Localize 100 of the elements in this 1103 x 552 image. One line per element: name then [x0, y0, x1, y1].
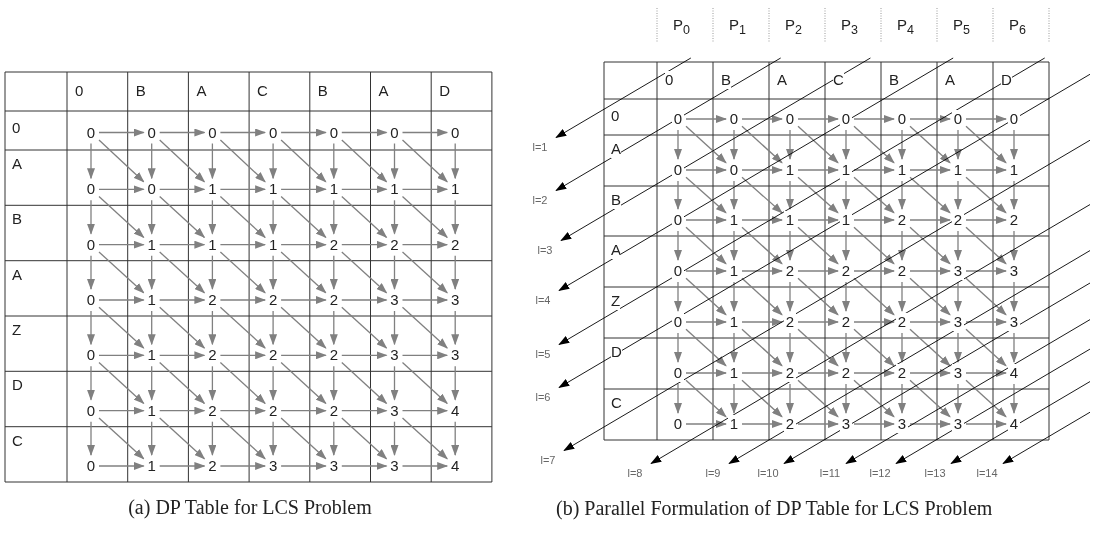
arrow	[401, 195, 448, 239]
arrow	[965, 369, 1007, 377]
arrow	[341, 296, 388, 304]
arrow	[797, 379, 839, 418]
arrow	[741, 369, 783, 377]
arrow	[842, 230, 850, 261]
arrow	[909, 115, 951, 123]
arrow	[401, 306, 448, 349]
arrow	[741, 318, 783, 326]
arrow	[909, 369, 951, 377]
arrow	[674, 332, 682, 363]
arrow	[280, 128, 327, 137]
arrow	[341, 240, 388, 249]
arrow	[965, 125, 1007, 164]
arrow	[954, 129, 962, 160]
arrow	[159, 351, 206, 360]
arrow	[685, 328, 727, 367]
arrow	[269, 421, 278, 456]
arrow	[797, 369, 839, 377]
arrow	[269, 365, 278, 401]
arrow	[965, 226, 1007, 265]
arrow	[786, 129, 794, 160]
arrow	[741, 379, 783, 418]
arrow	[329, 310, 338, 346]
arrow	[741, 115, 783, 123]
arrow	[786, 281, 794, 312]
arrow	[797, 176, 839, 214]
arrow	[954, 180, 962, 210]
arrow	[219, 195, 266, 239]
arrow	[909, 277, 951, 316]
arrow	[730, 332, 738, 363]
arrow	[451, 421, 460, 456]
arrow	[401, 351, 449, 360]
arrow	[280, 462, 327, 470]
arrow	[685, 369, 727, 377]
arrow	[390, 142, 399, 180]
arrow	[401, 139, 448, 183]
arrow	[1010, 383, 1018, 414]
arrow	[451, 255, 460, 290]
arrow	[219, 240, 267, 249]
arrow	[219, 306, 266, 349]
arrow	[842, 281, 850, 312]
arrow	[280, 296, 327, 304]
arrow	[390, 199, 399, 235]
arrow	[147, 310, 156, 346]
arrow	[98, 195, 145, 239]
arrow	[965, 166, 1007, 174]
arrow	[341, 251, 388, 294]
arrow	[853, 176, 895, 214]
arrow	[280, 195, 327, 239]
arrow	[280, 351, 327, 360]
arrow	[741, 125, 783, 164]
arrow	[98, 462, 145, 470]
arrow	[219, 251, 266, 294]
arrow	[159, 417, 206, 460]
arrow	[98, 128, 145, 137]
arrow	[853, 369, 895, 377]
arrow	[280, 417, 327, 460]
arrow	[853, 277, 895, 316]
arrow	[159, 251, 206, 294]
arrow	[797, 328, 839, 367]
arrow	[98, 296, 145, 304]
arrow	[1010, 281, 1018, 312]
arrow	[98, 351, 145, 360]
arrow	[219, 139, 266, 183]
arrow	[842, 129, 850, 160]
arrow	[674, 281, 682, 312]
arrow	[269, 199, 278, 235]
arrow	[219, 185, 267, 194]
arrow	[390, 310, 399, 346]
arrow	[730, 230, 738, 261]
arrow	[685, 267, 727, 275]
arrow	[909, 420, 951, 428]
arrow	[98, 251, 145, 294]
arrow	[898, 180, 906, 210]
arrow	[87, 310, 95, 346]
arrow	[685, 216, 727, 224]
arrow	[965, 328, 1007, 367]
arrow	[853, 267, 895, 275]
arrow	[341, 417, 388, 460]
arrow	[159, 296, 206, 304]
arrow	[741, 267, 783, 275]
arrow	[674, 129, 682, 160]
arrow	[965, 115, 1007, 123]
arrow	[797, 125, 839, 164]
arrow	[147, 255, 156, 290]
arrow	[909, 125, 951, 164]
arrow	[219, 351, 267, 360]
arrow	[1010, 129, 1018, 160]
arrow	[685, 379, 727, 418]
arrow	[390, 365, 399, 401]
arrow	[208, 421, 217, 456]
arrow	[954, 332, 962, 363]
arrow	[219, 406, 267, 415]
arrow	[147, 421, 156, 456]
arrow	[280, 406, 327, 415]
arrow	[954, 383, 962, 414]
arrow	[208, 310, 217, 346]
arrow	[87, 142, 95, 180]
arrow	[280, 361, 327, 405]
